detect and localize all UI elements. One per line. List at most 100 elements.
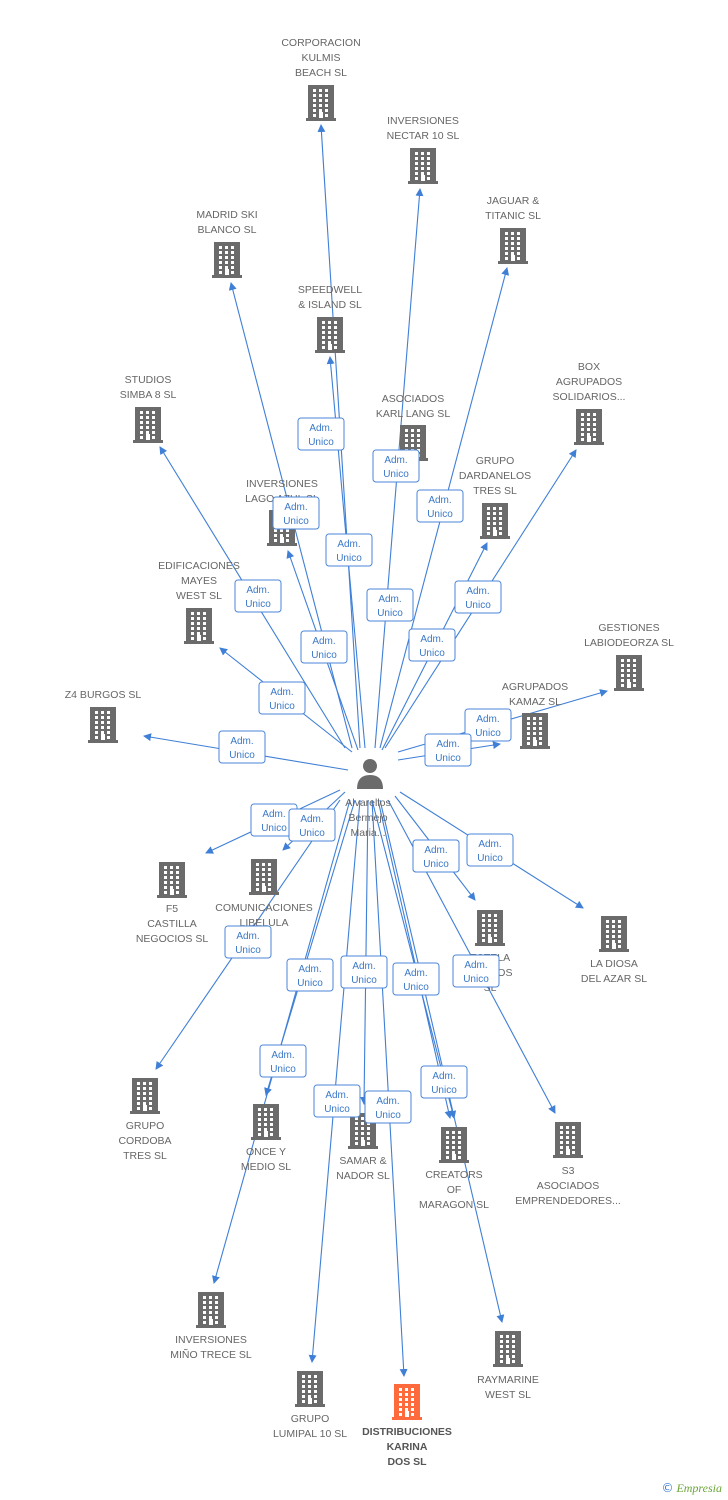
relation-type: Adm. [284, 502, 307, 513]
relation-label-adm-unico[interactable]: Adm.Unico [340, 955, 388, 989]
relation-label-adm-unico[interactable]: Adm.Unico [300, 630, 348, 664]
company-name-line: NECTAR 10 SL [387, 130, 460, 142]
company-name-line: BEACH SL [295, 67, 347, 79]
company-node-box-agrupados[interactable]: BOXAGRUPADOSSOLIDARIOS... [553, 361, 626, 445]
relation-label-adm-unico[interactable]: Adm.Unico [452, 954, 500, 988]
building-icon[interactable] [212, 242, 242, 278]
company-node-la-diosa[interactable]: LA DIOSA DEL AZAR SL [581, 916, 647, 985]
company-node-samar-nador[interactable]: SAMAR &NADOR SL [336, 1113, 390, 1182]
relation-label-adm-unico[interactable]: Adm.Unico [313, 1084, 361, 1118]
building-icon[interactable] [315, 317, 345, 353]
relation-label-adm-unico[interactable]: Adm.Unico [288, 808, 336, 842]
building-icon[interactable] [251, 1104, 281, 1140]
building-icon[interactable] [520, 713, 550, 749]
company-name-line: LUMIPAL 10 SL [273, 1428, 347, 1440]
company-name-line: LA DIOSA [590, 958, 638, 970]
building-icon[interactable] [157, 862, 187, 898]
relation-role: Unico [336, 553, 362, 564]
company-name-line: AGRUPADOS [556, 376, 622, 388]
relation-type: Adm. [309, 423, 332, 434]
company-name-line: RAYMARINE [477, 1374, 539, 1386]
relation-label-adm-unico[interactable]: Adm.Unico [234, 579, 282, 613]
relation-label-adm-unico[interactable]: Adm.Unico [454, 580, 502, 614]
company-name-line: AGRUPADOS [502, 681, 568, 693]
building-icon[interactable] [553, 1122, 583, 1158]
company-name-line: KARINA [387, 1441, 428, 1453]
relation-type: Adm. [262, 809, 285, 820]
building-icon[interactable] [306, 85, 336, 121]
relation-label-adm-unico[interactable]: Adm.Unico [258, 681, 306, 715]
relation-label-adm-unico[interactable]: Adm.Unico [224, 925, 272, 959]
relation-label-adm-unico[interactable]: Adm.Unico [466, 833, 514, 867]
person-name-line: Maria... [350, 827, 385, 839]
person-node[interactable]: AlvarellosBermejoMaria... [345, 759, 391, 839]
company-name-line: GRUPO [291, 1413, 330, 1425]
relation-label-adm-unico[interactable]: Adm.Unico [424, 733, 472, 767]
building-icon[interactable] [133, 407, 163, 443]
relation-label-adm-unico[interactable]: Adm.Unico [412, 839, 460, 873]
building-icon[interactable] [599, 916, 629, 952]
building-icon[interactable] [574, 409, 604, 445]
relation-label-adm-unico[interactable]: Adm. Unico [297, 417, 345, 451]
company-name-line: OF [447, 1184, 462, 1196]
relation-label-adm-unico[interactable]: Adm.Unico [420, 1065, 468, 1099]
relation-label-adm-unico[interactable]: Adm.Unico [218, 730, 266, 764]
building-icon[interactable] [480, 503, 510, 539]
building-icon[interactable] [88, 707, 118, 743]
edge-extra [360, 799, 369, 1105]
building-icon[interactable] [498, 228, 528, 264]
relation-label-adm-unico[interactable]: Adm.Unico [372, 449, 420, 483]
company-name-line: INVERSIONES [246, 478, 318, 490]
relation-role: Unico [308, 437, 334, 448]
relation-label-adm-unico[interactable]: Adm.Unico [286, 958, 334, 992]
building-icon[interactable] [196, 1292, 226, 1328]
building-icon[interactable] [614, 655, 644, 691]
building-icon[interactable] [130, 1078, 160, 1114]
company-name-line: DOS SL [387, 1456, 427, 1468]
building-icon[interactable] [249, 859, 279, 895]
building-icon[interactable] [392, 1384, 422, 1420]
relation-label-adm-unico[interactable]: Adm.Unico [325, 533, 373, 567]
building-icon[interactable] [475, 910, 505, 946]
company-node-jaguar-titanic[interactable]: JAGUAR &TITANIC SL [485, 195, 541, 264]
company-name-line: SOLIDARIOS... [553, 391, 626, 403]
relation-label-adm-unico[interactable]: Adm.Unico [408, 628, 456, 662]
relation-type: Adm. [424, 845, 447, 856]
company-node-s3-asociados[interactable]: S3ASOCIADOSEMPRENDEDORES... [515, 1122, 621, 1207]
building-icon[interactable] [295, 1371, 325, 1407]
building-icon[interactable] [408, 148, 438, 184]
relation-label-adm-unico[interactable]: Adm.Unico [366, 588, 414, 622]
company-node-grupo-lumipal[interactable]: GRUPO LUMIPAL 10 SL [273, 1371, 347, 1440]
company-name-line: DARDANELOS [459, 470, 531, 482]
relation-label-adm-unico[interactable]: Adm.Unico [416, 489, 464, 523]
company-name-line: DEL AZAR SL [581, 973, 647, 985]
relation-label-adm-unico[interactable]: Adm.Unico [364, 1090, 412, 1124]
building-icon[interactable] [184, 608, 214, 644]
company-node-z4-burgos[interactable]: Z4 BURGOS SL [65, 689, 142, 743]
edge-distribuciones-karina [371, 799, 408, 1377]
building-icon[interactable] [493, 1331, 523, 1367]
relation-type: Adm. [352, 961, 375, 972]
relation-label-adm-unico[interactable]: Adm.Unico [464, 708, 512, 742]
company-node-speedwell-island[interactable]: SPEEDWELL& ISLAND SL [298, 284, 362, 353]
relation-label-adm-unico[interactable]: Adm.Unico [259, 1044, 307, 1078]
building-icon[interactable] [439, 1127, 469, 1163]
company-node-comunicaciones-libelula[interactable]: COMUNICACIONESLIBELULASL [215, 859, 313, 944]
relation-label-adm-unico[interactable]: Adm.Unico [272, 496, 320, 530]
relation-label-adm-unico[interactable]: Adm.Unico [392, 962, 440, 996]
